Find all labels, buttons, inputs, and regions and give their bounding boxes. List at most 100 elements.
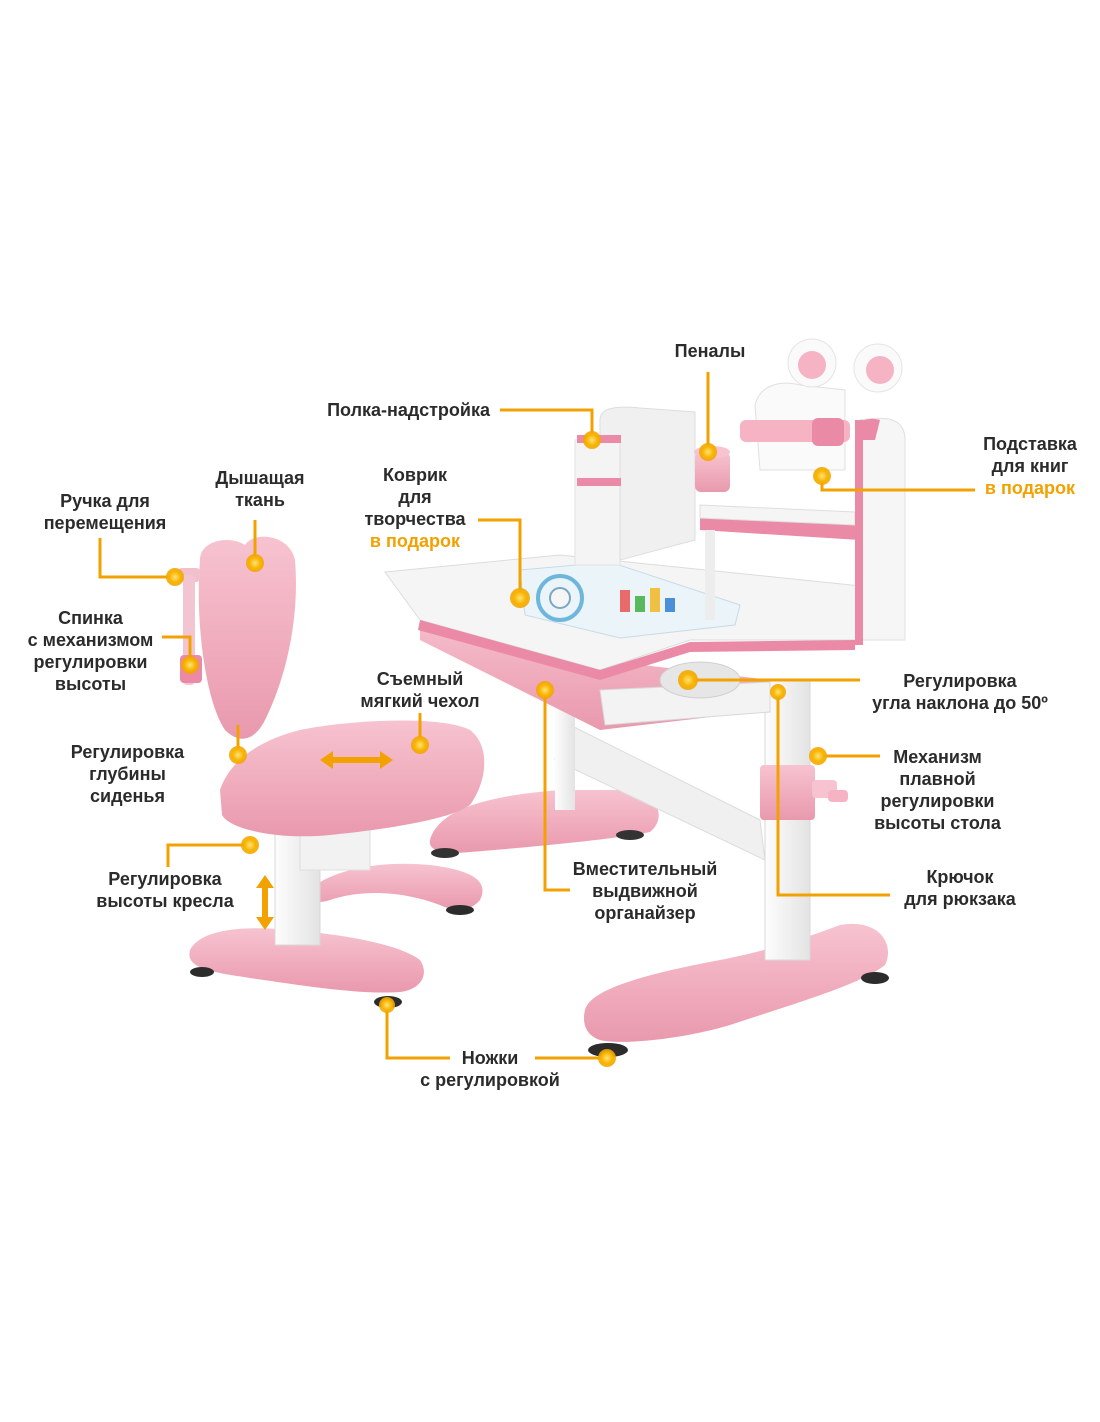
- label-feet: Ножки с регулировкой: [405, 1047, 575, 1091]
- label-line: для: [398, 487, 432, 507]
- creative-mat-pattern: [536, 574, 584, 622]
- label-line: Ручка для: [60, 491, 150, 511]
- chair-column-bracket: [299, 829, 371, 871]
- callout-dot-shelf: [583, 431, 601, 449]
- label-line: Полка-надстройка: [327, 400, 490, 420]
- label-move-handle: Ручка для перемещения: [30, 490, 180, 534]
- callout-dot-feet: [379, 997, 395, 1013]
- label-hook: Крючок для рюкзака: [885, 866, 1035, 910]
- label-gift: в подарок: [369, 531, 461, 551]
- label-line: сиденья: [90, 786, 165, 806]
- creative-mat-pattern: [549, 587, 571, 609]
- desk-left-foot-pad: [431, 848, 459, 858]
- label-line: плавной: [899, 769, 976, 789]
- callout-dot-handle: [166, 568, 184, 586]
- desk-right-foot: [583, 923, 888, 1042]
- desk-height-collar: [760, 765, 815, 820]
- creative-mat-pattern: [650, 588, 660, 612]
- callout-dot-hook: [770, 684, 786, 700]
- label-line: творчества: [364, 509, 466, 529]
- label-line: регулировки: [880, 791, 995, 811]
- callout-dot-cover: [411, 736, 429, 754]
- callout-dot-breathable: [246, 554, 264, 572]
- creative-mat-pattern: [620, 590, 630, 612]
- label-line: выдвижной: [592, 881, 698, 901]
- callout-dot-backrest: [181, 656, 199, 674]
- callout-line-backrest: [162, 635, 192, 665]
- label-line: высоты стола: [874, 813, 1001, 833]
- label-line: Дышащая: [215, 468, 305, 488]
- label-line: Спинка: [58, 608, 123, 628]
- label-line: Ножки: [461, 1048, 519, 1068]
- label-shelf: Полка-надстройка: [290, 399, 490, 421]
- label-line: Пеналы: [674, 341, 746, 361]
- label-organizer: Вместительный выдвижной органайзер: [560, 858, 730, 924]
- callout-dot-organizer: [536, 681, 554, 699]
- desk-top-edge-right: [600, 640, 855, 680]
- callout-dot-mechanism: [809, 747, 827, 765]
- callout-line-creative-mat: [478, 518, 522, 598]
- label-line: Коврик: [382, 465, 448, 485]
- label-breathable-fabric: Дышащая ткань: [195, 467, 325, 511]
- label-line: для рюкзака: [904, 889, 1016, 909]
- label-line: Регулировка: [108, 869, 222, 889]
- callout-line-hook: [776, 692, 890, 897]
- creative-mat-pattern: [635, 596, 645, 612]
- callout-lines: [98, 372, 975, 1060]
- label-line: для книг: [991, 456, 1069, 476]
- label-line: Вместительный: [572, 859, 718, 879]
- label-creative-mat: Коврик для творчества в подарок: [350, 464, 480, 552]
- chair-height-arrow-head: [256, 875, 274, 888]
- label-backrest: Спинка с механизмом регулировки высоты: [18, 607, 163, 695]
- label-line: угла наклона до 50º: [872, 693, 1048, 713]
- callout-dot-creative-mat: [510, 588, 530, 608]
- chair-seat: [220, 720, 485, 837]
- label-line: Подставка: [983, 434, 1077, 454]
- label-line: Крючок: [926, 867, 994, 887]
- label-chair-height: Регулировка высоты кресла: [80, 868, 250, 912]
- creative-mat-pattern: [665, 598, 675, 612]
- label-line: мягкий чехол: [360, 691, 480, 711]
- callout-line-organizer: [543, 690, 570, 892]
- desk-height-crank-handle: [828, 790, 848, 802]
- seat-depth-arrow-head: [320, 751, 333, 769]
- chair-base-front: [189, 928, 424, 993]
- callout-dot-seat-depth: [229, 746, 247, 764]
- callout-dot-chair-height: [241, 836, 259, 854]
- label-line: перемещения: [43, 513, 167, 533]
- callout-dots: [166, 431, 831, 1067]
- label-line: глубины: [89, 764, 166, 784]
- desk-right-foot-pad: [861, 972, 889, 984]
- desk-left-foot-pad: [616, 830, 644, 840]
- chair-base-back: [308, 863, 483, 910]
- label-line: Регулировка: [70, 742, 185, 762]
- label-line: ткань: [235, 490, 285, 510]
- chair-backrest: [198, 536, 296, 739]
- label-removable-cover: Съемный мягкий чехол: [345, 668, 495, 712]
- label-height-mechanism: Механизм плавной регулировки высоты стол…: [860, 746, 1015, 834]
- label-tilt-adjust: Регулировка угла наклона до 50º: [850, 670, 1070, 714]
- chair-column: [274, 824, 321, 946]
- callout-line-chair-height: [166, 843, 250, 867]
- label-line: высоты: [54, 674, 127, 694]
- label-line: Механизм: [893, 747, 982, 767]
- callout-line-feet: [385, 1005, 450, 1060]
- chair-foot-pad: [446, 905, 474, 915]
- label-line: регулировки: [33, 652, 148, 672]
- label-line: Регулировка: [903, 671, 1017, 691]
- chair-foot-pad: [190, 967, 214, 977]
- callout-dot-book-stand: [813, 467, 831, 485]
- callout-line-shelf: [500, 408, 594, 440]
- desk-left-leg: [555, 700, 575, 810]
- label-line: с механизмом: [27, 630, 154, 650]
- seat-depth-arrow-head: [380, 751, 393, 769]
- label-line: Съемный: [376, 669, 464, 689]
- desk-superstructure: [574, 338, 906, 645]
- desk: [384, 338, 906, 1057]
- callout-line-handle: [98, 538, 175, 579]
- callout-dot-tilt: [678, 670, 698, 690]
- chair-height-arrow-head: [256, 917, 274, 930]
- label-line: с регулировкой: [420, 1070, 560, 1090]
- callout-dot-feet-right: [598, 1049, 616, 1067]
